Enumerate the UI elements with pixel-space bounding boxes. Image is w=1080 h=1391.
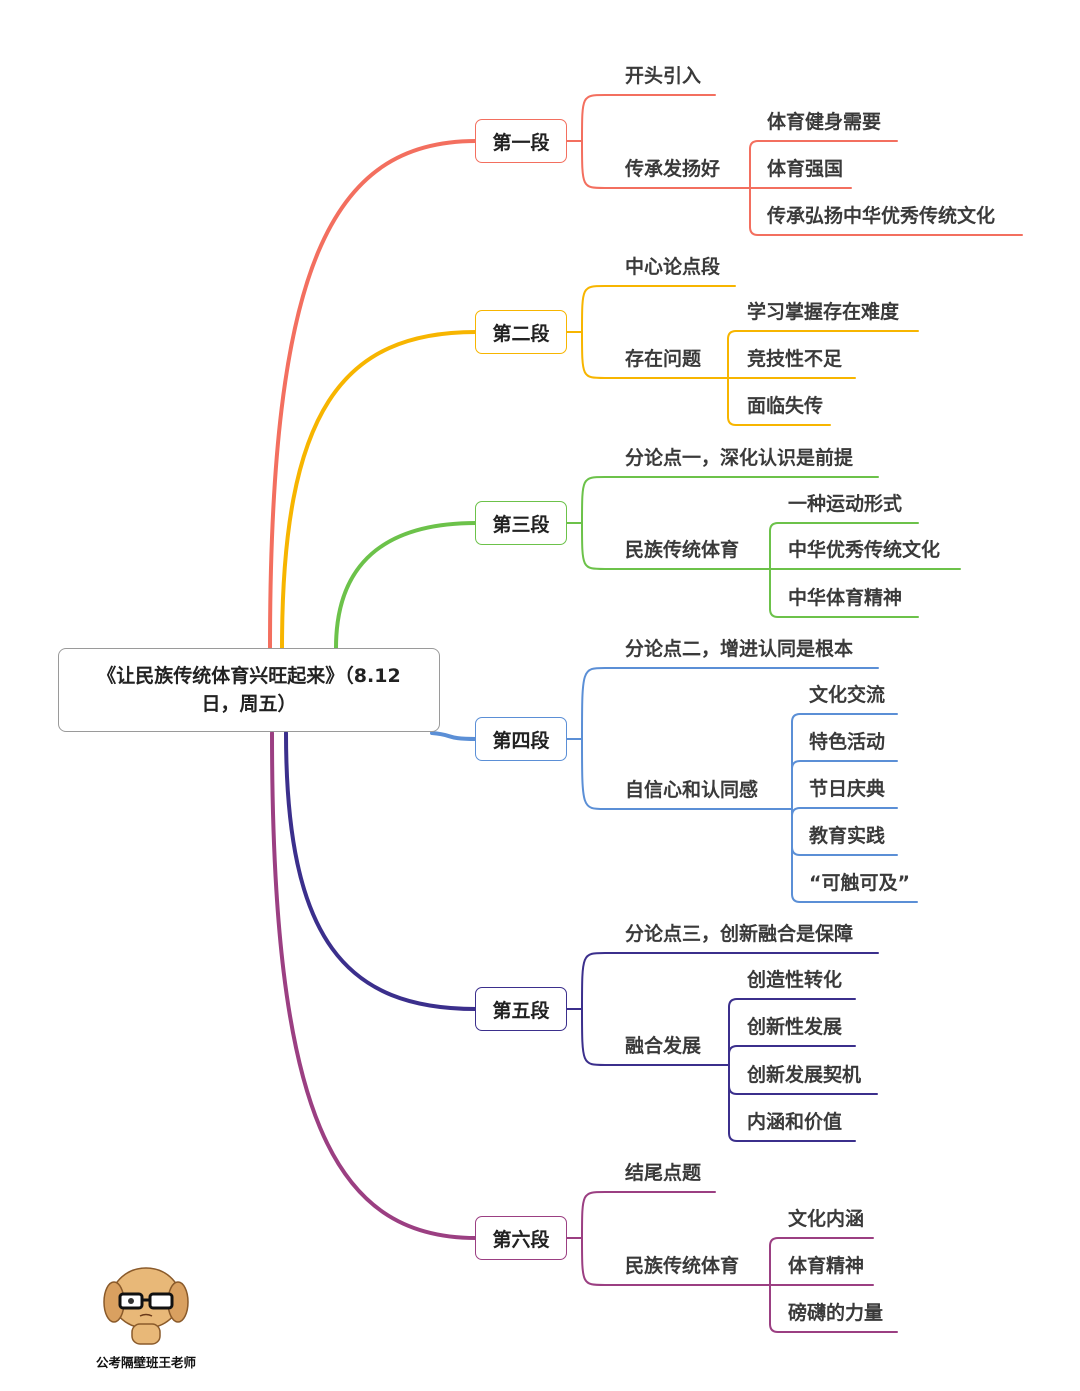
leaf-underline — [728, 1132, 856, 1142]
subtopic[interactable]: 传承发扬好 — [625, 158, 721, 180]
leaf-underline — [769, 608, 919, 618]
leaf-topic[interactable]: 内涵和价值 — [747, 1111, 843, 1133]
sub-branch — [581, 1237, 771, 1286]
leaf-underline — [791, 760, 898, 770]
section-node-1[interactable]: 第一段 — [475, 119, 567, 163]
subtopic[interactable]: 分论点二，增进认同是根本 — [625, 638, 854, 660]
leaf-underline — [727, 416, 831, 426]
leaf-topic[interactable]: 文化内涵 — [788, 1208, 865, 1230]
watermark-logo: 公考隔壁班王老师 — [84, 1258, 208, 1371]
section-label: 第一段 — [492, 131, 550, 154]
leaf-topic[interactable]: 中华体育精神 — [788, 587, 903, 609]
leaf-underline — [791, 893, 918, 903]
leaf-underline — [727, 330, 919, 340]
leaf-topic[interactable]: 文化交流 — [809, 684, 886, 706]
section-label: 第二段 — [492, 322, 550, 345]
leaf-topic[interactable]: 教育实践 — [809, 825, 886, 847]
main-branch — [268, 139, 478, 650]
leaf-topic[interactable]: 体育精神 — [788, 1255, 865, 1277]
leaf-topic[interactable]: 体育强国 — [767, 158, 844, 180]
leaf-underline — [791, 846, 898, 856]
root-title: 《让民族传统体育兴旺起来》（8.12日，周五） — [97, 665, 401, 715]
watermark-caption: 公考隔壁班王老师 — [95, 1355, 196, 1370]
sub-branch — [581, 140, 751, 189]
section-node-6[interactable]: 第六段 — [475, 1216, 567, 1260]
section-node-4[interactable]: 第四段 — [475, 717, 567, 761]
subtopic[interactable]: 自信心和认同感 — [625, 779, 759, 801]
subtopic[interactable]: 中心论点段 — [625, 256, 721, 278]
leaf-underline — [769, 1323, 898, 1333]
leaf-underline — [769, 1237, 874, 1247]
leaf-topic[interactable]: 体育健身需要 — [767, 111, 882, 133]
leaf-underline — [749, 140, 898, 150]
main-branch — [334, 521, 478, 650]
leaf-topic[interactable]: 特色活动 — [809, 731, 886, 753]
leaf-underline — [791, 713, 898, 723]
main-branch — [430, 731, 478, 741]
sub-branch — [581, 738, 793, 810]
leaf-underline — [769, 522, 919, 532]
leaf-topic[interactable]: 竞技性不足 — [747, 348, 843, 370]
subtopic[interactable]: 民族传统体育 — [625, 539, 740, 561]
section-node-2[interactable]: 第二段 — [475, 310, 567, 354]
main-branch — [284, 731, 478, 1011]
sub-branch — [581, 285, 736, 333]
sub-branch — [581, 952, 879, 1010]
sub-branch — [581, 1191, 716, 1239]
subtopic[interactable]: 结尾点题 — [625, 1162, 702, 1184]
leaf-topic[interactable]: 节日庆典 — [809, 778, 886, 800]
sub-branch — [581, 331, 729, 379]
cartoon-dog-icon — [103, 1267, 189, 1345]
leaf-topic[interactable]: 一种运动形式 — [788, 493, 903, 515]
leaf-topic[interactable]: 传承弘扬中华优秀传统文化 — [767, 205, 996, 227]
sub-branch — [581, 476, 879, 524]
root-topic[interactable]: 《让民族传统体育兴旺起来》（8.12日，周五） — [58, 648, 440, 732]
leaf-underline — [791, 807, 898, 817]
leaf-topic[interactable]: 中华优秀传统文化 — [788, 539, 941, 561]
section-node-5[interactable]: 第五段 — [475, 987, 567, 1031]
leaf-underline — [728, 998, 856, 1008]
sub-branch — [581, 1008, 730, 1066]
subtopic[interactable]: 融合发展 — [625, 1035, 702, 1057]
sub-branch — [581, 667, 879, 740]
section-node-3[interactable]: 第三段 — [475, 501, 567, 545]
subtopic[interactable]: 存在问题 — [625, 348, 702, 370]
leaf-topic[interactable]: 创造性转化 — [747, 969, 843, 991]
leaf-underline — [728, 1085, 878, 1095]
main-branch — [270, 731, 478, 1240]
section-label: 第四段 — [492, 729, 550, 752]
main-branch — [280, 330, 478, 650]
sub-branch — [581, 522, 771, 570]
sub-branch — [581, 94, 716, 142]
section-label: 第三段 — [492, 513, 550, 536]
section-label: 第五段 — [492, 999, 550, 1022]
subtopic[interactable]: 开头引入 — [625, 65, 702, 87]
leaf-underline — [749, 226, 1023, 236]
section-label: 第六段 — [492, 1228, 550, 1251]
leaf-topic[interactable]: 面临失传 — [747, 395, 824, 417]
leaf-topic[interactable]: 创新性发展 — [747, 1016, 843, 1038]
leaf-underline — [728, 1045, 856, 1055]
leaf-topic[interactable]: “可触可及” — [809, 872, 910, 894]
leaf-topic[interactable]: 磅礴的力量 — [788, 1302, 884, 1324]
subtopic[interactable]: 分论点三，创新融合是保障 — [625, 923, 854, 945]
subtopic[interactable]: 民族传统体育 — [625, 1255, 740, 1277]
leaf-topic[interactable]: 学习掌握存在难度 — [747, 301, 900, 323]
leaf-topic[interactable]: 创新发展契机 — [747, 1064, 862, 1086]
subtopic[interactable]: 分论点一，深化认识是前提 — [625, 447, 854, 469]
